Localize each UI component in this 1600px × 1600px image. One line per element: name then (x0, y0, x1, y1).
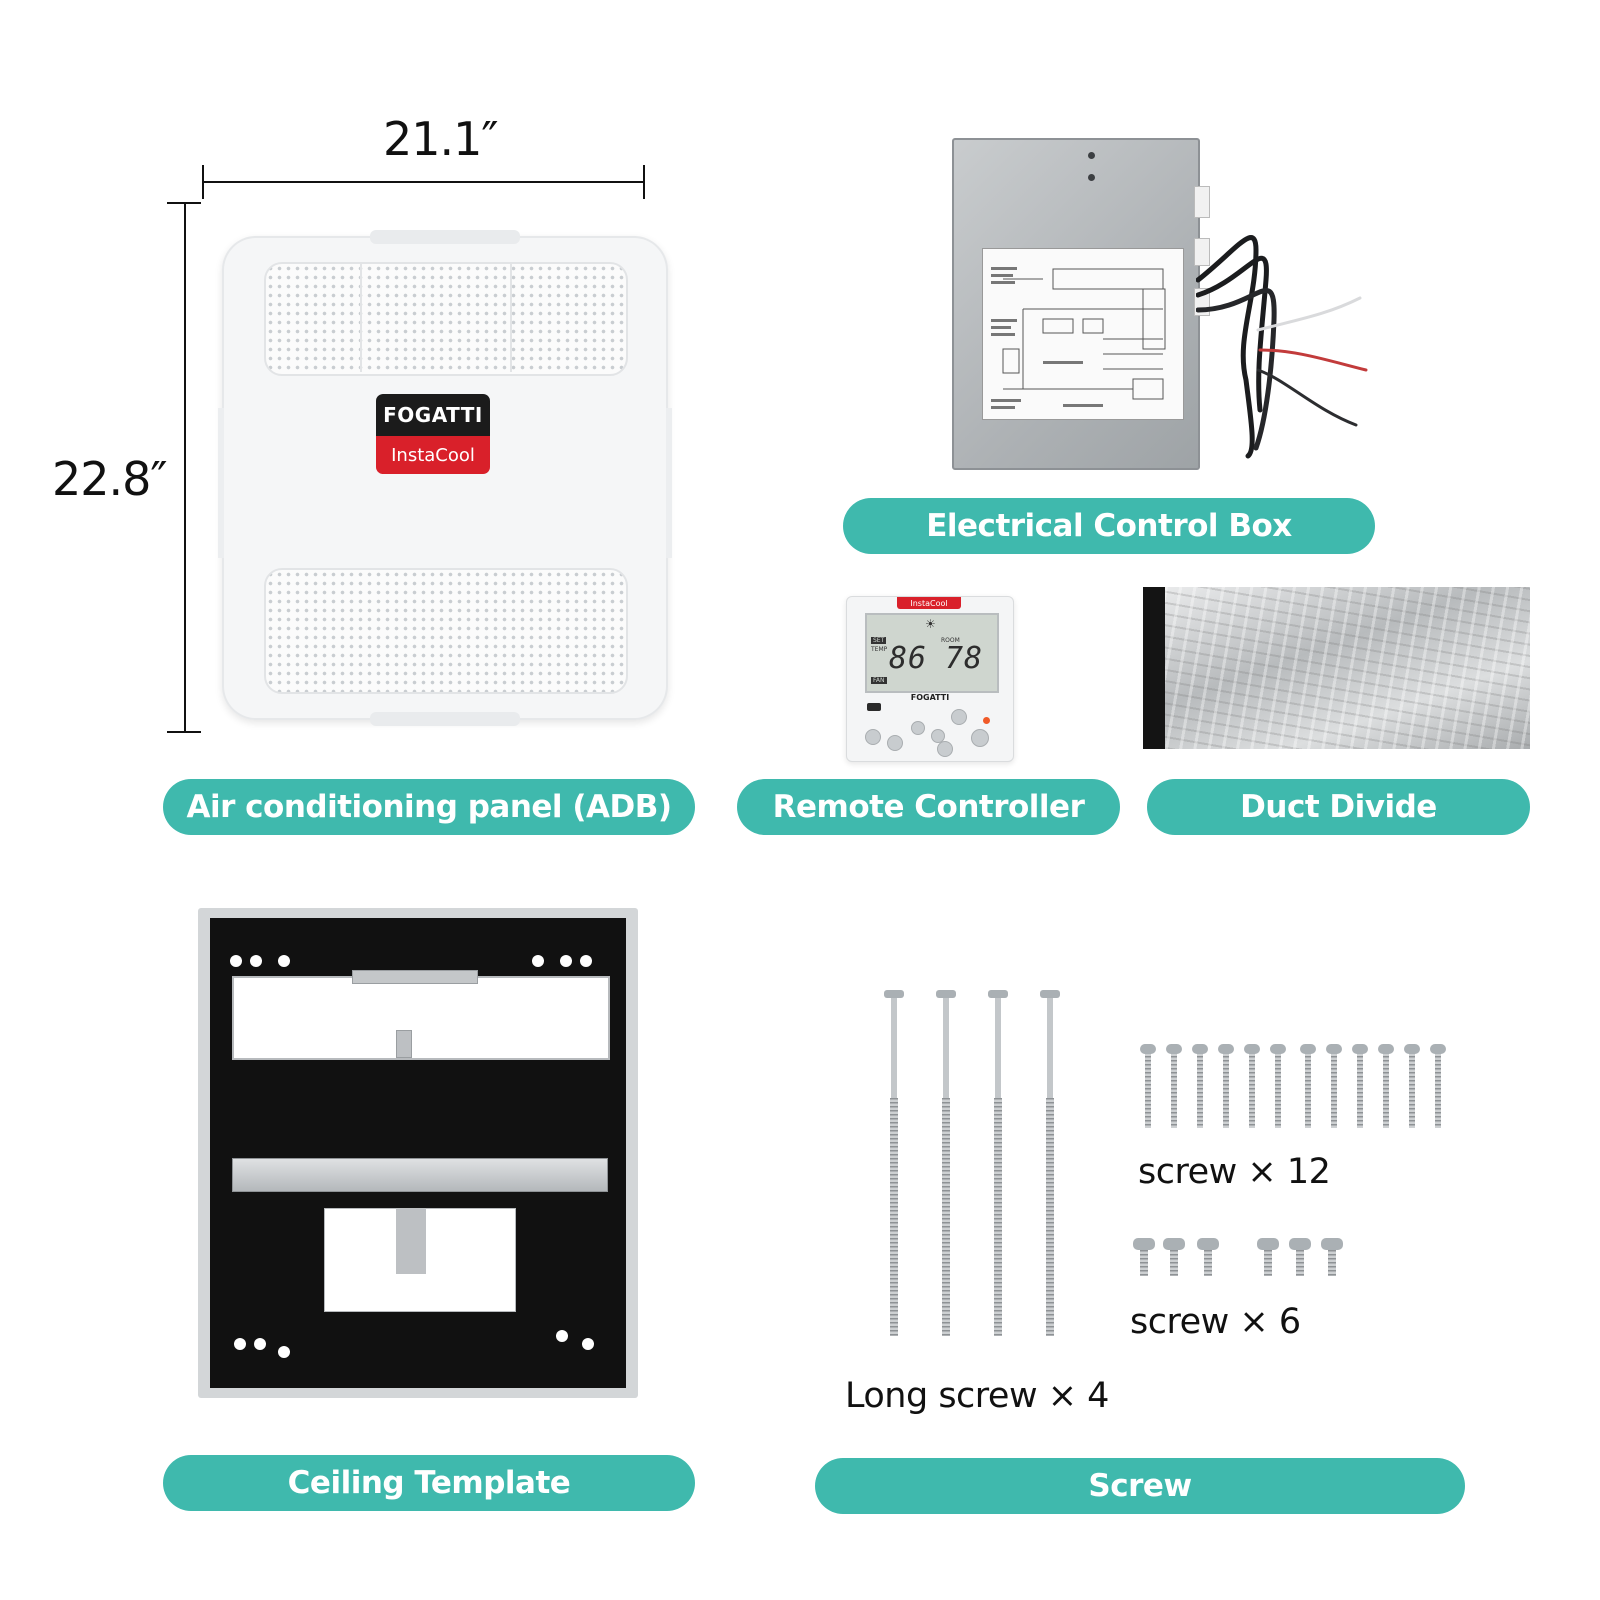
remote-button-mode[interactable] (865, 729, 881, 745)
lcd-temp-label: TEMP (871, 646, 888, 653)
long-screw-quantity: Long screw × 4 (845, 1376, 1109, 1416)
mounting-hole (230, 955, 242, 967)
ac-panel-side-seam-left (218, 408, 224, 558)
ac-panel-grille-divider-left (360, 264, 362, 372)
height-dimension-tick-top (167, 202, 201, 204)
lcd-room-temperature: 78 (945, 641, 984, 676)
mounting-hole (556, 1330, 568, 1342)
width-dimension-tick-right (643, 165, 645, 199)
lcd-set-label: SET (871, 637, 887, 644)
control-box-screw-hole (1088, 152, 1095, 159)
mounting-hole (278, 955, 290, 967)
wiring-diagram-graphic (991, 267, 1166, 409)
lcd-room-label: ROOM (941, 637, 960, 644)
control-box-screw-hole (1088, 174, 1095, 181)
height-dimension-tick-bottom (167, 731, 201, 733)
duct-divide-caption: Duct Divide (1147, 779, 1530, 835)
ceiling-template-caption: Ceiling Template (163, 1455, 695, 1511)
remote-lcd-screen: ☀ SET TEMP ROOM 86 78 FAN (865, 613, 999, 693)
mounting-hole (234, 1338, 246, 1350)
medium-screws-image (1140, 1044, 1446, 1128)
ceiling-template-middle-rail (232, 1158, 608, 1192)
ac-panel-brand-badge: FOGATTI InstaCool (376, 394, 490, 474)
short-screws-image (1133, 1238, 1343, 1276)
sun-icon: ☀ (925, 617, 936, 631)
ceiling-template-bottom-tab (396, 1208, 426, 1274)
control-box-connector (1194, 238, 1210, 266)
long-screw-icon (936, 990, 956, 1336)
mounting-hole (582, 1338, 594, 1350)
remote-brand-tag: InstaCool (897, 597, 961, 609)
remote-button-down[interactable] (931, 729, 945, 743)
ac-panel-grille-divider-right (510, 264, 512, 372)
ac-panel-caption: Air conditioning panel (ADB) (163, 779, 695, 835)
ceiling-template-image (198, 908, 638, 1398)
ac-panel-intake-grille (264, 262, 628, 376)
long-screw-icon (884, 990, 904, 1336)
ac-panel-return-grille (264, 568, 628, 694)
remote-led-icon (983, 717, 990, 724)
ac-panel-top-clip (370, 230, 520, 244)
medium-screw-quantity: screw × 12 (1138, 1152, 1331, 1192)
ac-panel-image: FOGATTI InstaCool (218, 230, 672, 726)
ac-panel-brand: FOGATTI (376, 394, 490, 436)
control-box-image (952, 138, 1210, 470)
mounting-hole (580, 955, 592, 967)
control-box-connector (1194, 186, 1210, 218)
remote-controller-caption: Remote Controller (737, 779, 1120, 835)
long-screw-icon (1040, 990, 1060, 1336)
mounting-hole (532, 955, 544, 967)
ac-panel-bottom-clip (370, 712, 520, 726)
mounting-hole (254, 1338, 266, 1350)
duct-divide-image (1143, 587, 1530, 749)
height-dimension-label: 22.8″ (52, 452, 168, 506)
mounting-hole (560, 955, 572, 967)
mounting-hole (278, 1346, 290, 1358)
short-screw-quantity: screw × 6 (1130, 1302, 1301, 1342)
control-box-cable-icon (1196, 235, 1368, 459)
lcd-set-temperature: 86 (889, 641, 928, 676)
remote-button-sleep[interactable] (937, 741, 953, 757)
remote-button-power[interactable] (971, 729, 989, 747)
lcd-fan-label: FAN (871, 677, 887, 684)
ceiling-template-top-bracket (352, 970, 478, 984)
ceiling-template-tab (396, 1030, 412, 1058)
remote-controller-image: InstaCool ☀ SET TEMP ROOM 86 78 FAN FOGA… (846, 596, 1014, 762)
remote-button-timer[interactable] (951, 709, 967, 725)
duct-divide-foil-surface (1165, 587, 1530, 749)
remote-button-fan[interactable] (887, 735, 903, 751)
remote-button-up[interactable] (911, 721, 925, 735)
control-box-wiring-diagram-sticker (982, 248, 1184, 420)
width-dimension-line (203, 181, 644, 183)
remote-power-indicator-button[interactable] (867, 703, 881, 711)
width-dimension-tick-left (202, 165, 204, 199)
long-screw-icon (988, 990, 1008, 1336)
screw-caption: Screw (815, 1458, 1465, 1514)
ceiling-template-gasket (210, 918, 626, 1388)
control-box-caption: Electrical Control Box (843, 498, 1375, 554)
width-dimension-label: 21.1″ (383, 112, 499, 166)
ceiling-template-top-opening (232, 976, 610, 1060)
mounting-hole (250, 955, 262, 967)
remote-brand: FOGATTI (910, 693, 950, 702)
ac-panel-side-seam-right (666, 408, 672, 558)
long-screws-image (884, 990, 1060, 1336)
ac-panel-model: InstaCool (376, 436, 490, 474)
height-dimension-line (184, 202, 186, 732)
